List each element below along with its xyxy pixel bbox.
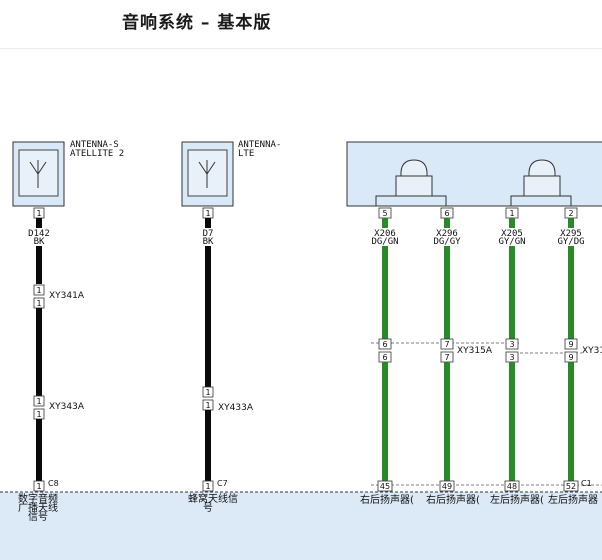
antenna-satellite-label-1: ANTENNA-S [70,140,119,150]
wire-3-bottom-label: 右后扬声器( [360,493,414,506]
wire-6-mid-pin: 9 [568,340,573,349]
wire-3-mid-pin2: 6 [382,353,387,362]
wire-1-bottom-pin: 1 [36,482,41,491]
wire-1-code: D142 [28,229,50,239]
wire-2-conn1-name: XY433A [218,403,254,413]
wiring-diagram: ANTENNA-S ATELLITE 2 ANTENNA- LTE [0,140,602,560]
wire-1-bottom-conn: C8 [48,479,59,488]
wire-3-color: DG/GN [371,237,398,247]
header-bar: 音响系统 – 基本版 [0,0,602,49]
wire-1-bottom-label-c: 信号 [28,511,48,523]
antenna-lte-label-2: LTE [238,149,254,159]
wire-2-conn1-pin2: 1 [205,401,210,410]
wire-3: 5 X206 DG/GN 6 6 45 右后扬声器( [360,207,414,506]
wire-3-bottom-pin: 45 [380,482,390,491]
wire-5: 1 X205 GY/GN 3 3 48 左后扬声器( [490,207,544,506]
wire-2-bottom-label-a: 蜂窝天线信 [188,492,238,505]
wire-6: 2 X295 GY/DG 9 9 52 C1 左后扬声器 [548,207,598,506]
wire-2-bottom-label-b: 号 [203,502,213,514]
wire-4-bottom-label: 右后扬声器( [426,493,480,506]
wire-1-conn1-name: XY341A [49,291,85,301]
connector-xy315a-label: XY315A [457,346,493,356]
antenna-lte-component: ANTENNA- LTE [181,140,281,207]
wire-2-top-pin: 1 [205,209,210,218]
connector-xy31-label: XY31 [582,346,602,356]
wire-6-bottom-label: 左后扬声器 [548,493,598,506]
wire-3-top-pin: 5 [382,209,387,218]
wire-1-top-pin: 1 [36,209,41,218]
wire-3-code: X206 [374,229,396,239]
wire-6-mid-pin2: 9 [568,353,573,362]
wire-5-color: GY/GN [498,237,525,247]
wire-5-mid-pin: 3 [509,340,514,349]
module-area [0,492,602,560]
wire-4-mid-pin2: 7 [444,353,449,362]
wire-4-bottom-pin: 49 [442,482,452,491]
antenna-icon [29,160,47,188]
wire-4-code: X296 [436,229,458,239]
wire-6-bottom-conn: C1 [581,479,592,488]
speaker-icon [510,159,572,206]
wire-4: 6 X296 DG/GY 7 7 49 右后扬声器( [426,207,480,506]
wire-3-mid-pin: 6 [382,340,387,349]
antenna-icon [198,160,216,188]
wire-4-color: DG/GY [433,237,461,247]
wire-2: 1 D7 BK 1 XY433A 1 1 C7 蜂窝天线信 号 [188,207,254,514]
wire-5-code: X205 [501,229,523,239]
wire-2-bottom-pin: 1 [205,482,210,491]
wire-5-bottom-pin: 48 [507,482,517,491]
wire-6-code: X295 [560,229,582,239]
wire-1-conn2-name: XY343A [49,402,85,412]
antenna-lte-label-1: ANTENNA- [238,140,281,150]
wire-4-top-pin: 6 [444,209,449,218]
speaker-component [346,141,602,207]
wire-6-bottom-pin: 52 [566,482,576,491]
page-title: 音响系统 – 基本版 [122,13,272,33]
wire-5-bottom-label: 左后扬声器( [490,493,544,506]
wire-1-conn1-pin: 1 [36,286,41,295]
wire-1-conn2-pin2: 1 [36,410,41,419]
wire-2-conn1-pin: 1 [205,388,210,397]
speaker-icon [375,159,447,206]
wire-6-color: GY/DG [557,237,584,247]
wire-6-top-pin: 2 [568,209,573,218]
wire-5-top-pin: 1 [509,209,514,218]
wire-1-bottom-label-a: 数字音频 [18,492,58,505]
wire-4-mid-pin: 7 [444,340,449,349]
wire-1: 1 D142 BK 1 XY341A 1 1 XY343A 1 1 C8 数字音… [18,207,85,523]
wire-1-conn1-pin2: 1 [36,299,41,308]
antenna-satellite-component: ANTENNA-S ATELLITE 2 [12,140,124,207]
wire-1-color: BK [34,237,45,247]
antenna-satellite-label-2: ATELLITE 2 [70,149,124,159]
wire-1-bottom-label-b: 广播天线 [18,501,58,514]
wire-2-bottom-conn: C7 [217,479,228,488]
wire-2-code: D7 [203,229,214,239]
wire-2-color: BK [203,237,214,247]
wire-5-mid-pin2: 3 [509,353,514,362]
wire-1-conn2-pin: 1 [36,397,41,406]
